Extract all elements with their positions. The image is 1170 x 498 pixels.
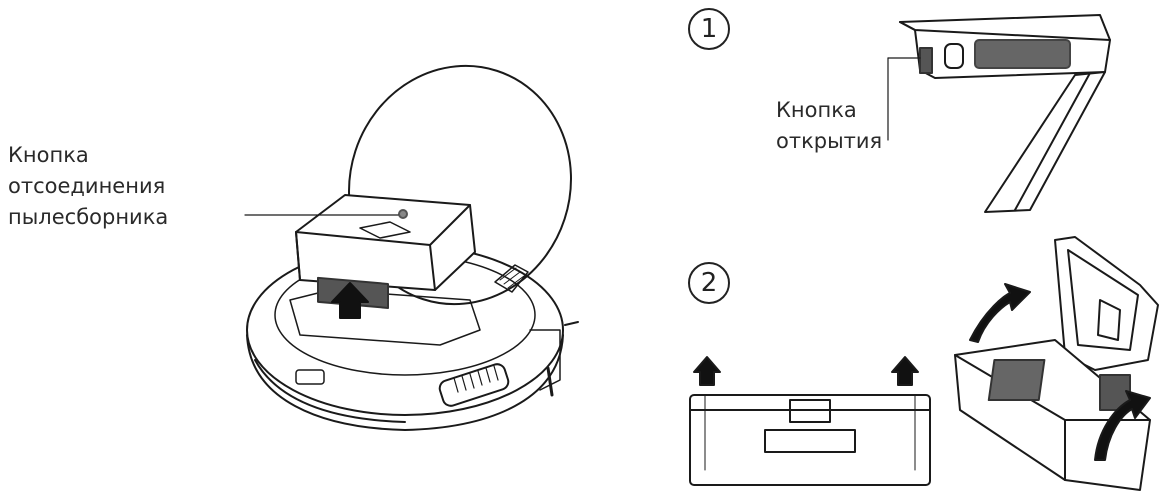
dustbin — [295, 194, 476, 309]
open-arrow-bottom — [1094, 390, 1151, 461]
robot-body-side — [246, 334, 564, 431]
step1-illustration — [887, 14, 1111, 213]
left-callout-line-1: Кнопка — [8, 143, 89, 167]
step2-arrow-left — [693, 356, 721, 386]
left-callout-label: Кнопка отсоединения пылесборника — [8, 140, 168, 233]
step2-front-bin — [689, 356, 931, 486]
step2-arrow-right — [891, 356, 919, 386]
step1-callout-line-1: Кнопка — [776, 98, 857, 122]
step1-callout-label: Кнопка открытия — [776, 95, 882, 157]
lift-arrow — [331, 282, 369, 319]
left-callout-line-3: пылесборника — [8, 205, 169, 229]
step1-number: 1 — [688, 8, 730, 50]
step1-callout-line-2: открытия — [776, 129, 883, 153]
release-button-dot — [398, 209, 408, 219]
robot-vacuum — [244, 64, 579, 431]
step2-number: 2 — [688, 262, 730, 304]
step2-open-bin — [954, 236, 1159, 491]
robot-open-lid — [348, 64, 572, 306]
open-arrow-top — [969, 283, 1031, 343]
left-callout-line-2: отсоединения — [8, 174, 166, 198]
